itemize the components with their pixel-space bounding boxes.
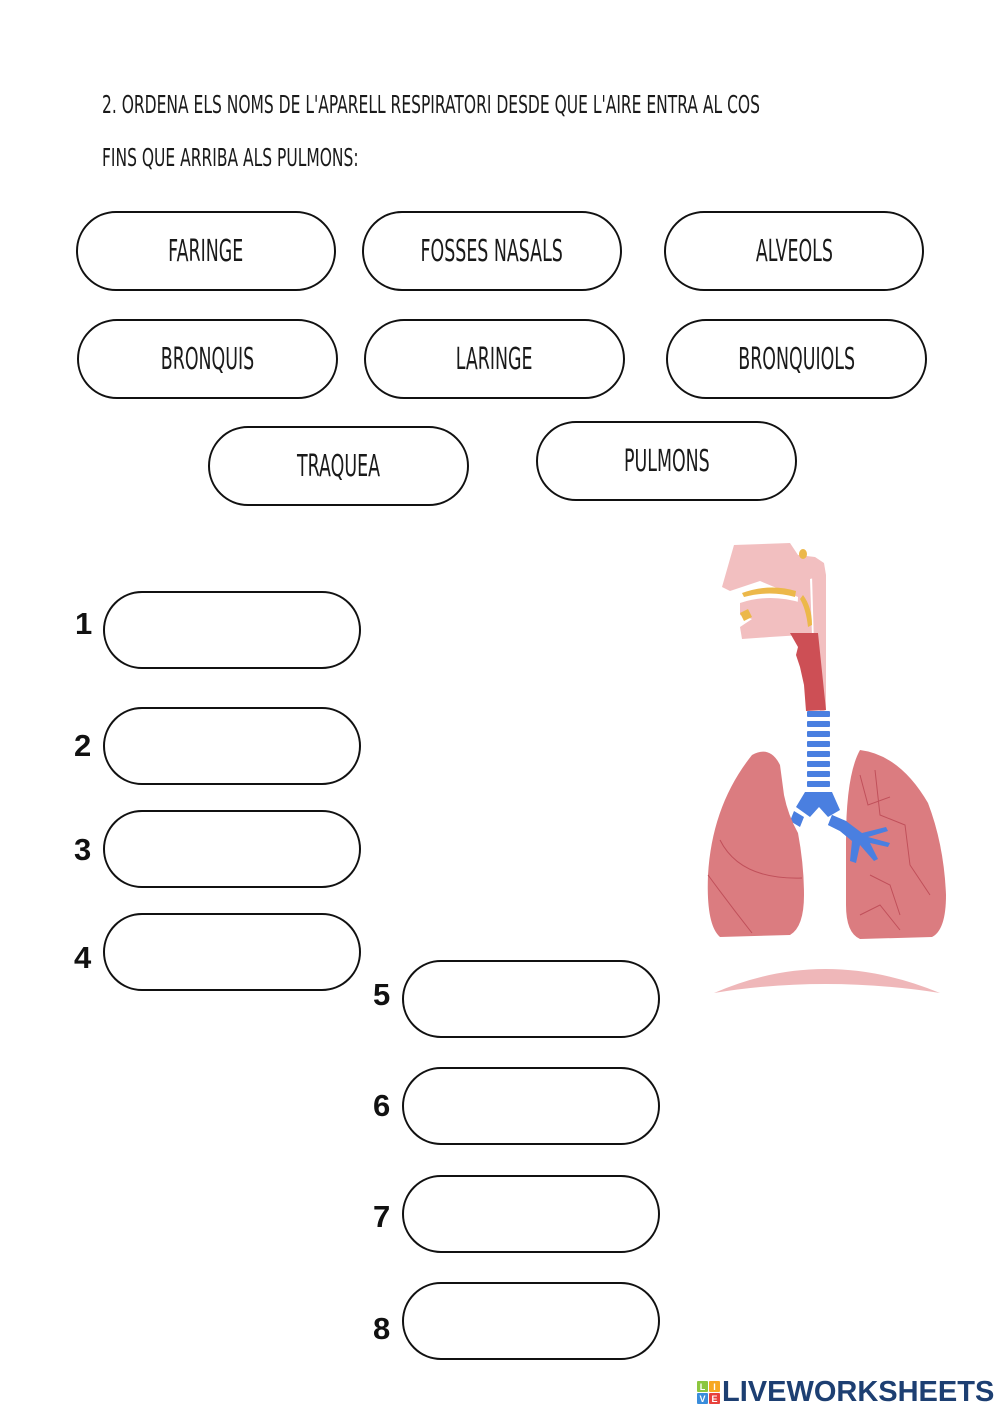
uvula-cartilage (799, 549, 807, 559)
answer-slot-3[interactable] (103, 810, 361, 888)
answer-slot-4[interactable] (103, 913, 361, 991)
answer-slot-2[interactable] (103, 707, 361, 785)
answer-slot-7[interactable] (402, 1175, 660, 1253)
word-chip-traquea[interactable]: TRAQUEA (208, 426, 469, 506)
badge-letter: L (697, 1381, 708, 1392)
word-chip-faringe[interactable]: FARINGE (76, 211, 336, 291)
instruction-line-2: fins que arriba als pulmons: (102, 143, 359, 172)
slot-number: 5 (373, 977, 391, 1012)
slot-number: 3 (74, 832, 92, 867)
word-chip-pulmons[interactable]: PULMONS (536, 421, 797, 501)
word-chip-fosses-nasals[interactable]: FOSSES NASALS (362, 211, 622, 291)
badge-letter: V (697, 1393, 708, 1404)
word-chip-label: TRAQUEA (297, 448, 380, 484)
word-chip-alveols[interactable]: ALVEOLS (664, 211, 924, 291)
diaphragm (714, 969, 940, 993)
answer-slot-5[interactable] (402, 960, 660, 1038)
palate-cartilage (742, 587, 796, 597)
word-chip-bronquiols[interactable]: BRONQUIOLS (666, 319, 927, 399)
larynx (790, 633, 826, 711)
word-chip-label: BRONQUIS (160, 341, 255, 377)
slot-number: 4 (74, 940, 92, 975)
slot-number: 8 (373, 1311, 391, 1346)
right-lung (846, 750, 946, 939)
badge-letter: E (709, 1393, 720, 1404)
word-chip-laringe[interactable]: LARINGE (364, 319, 625, 399)
slot-number: 1 (75, 606, 93, 641)
tooth-cartilage (740, 609, 752, 621)
answer-slot-6[interactable] (402, 1067, 660, 1145)
instruction-line-1: 2. Ordena els noms de l'aparell respirat… (102, 90, 760, 119)
word-chip-label: FOSSES NASALS (420, 233, 564, 269)
left-lung-fissure (707, 874, 753, 934)
liveworksheets-logo: L I V E LIVEWORKSHEETS (697, 1378, 994, 1407)
brand-name: LIVEWORKSHEETS (722, 1376, 995, 1408)
word-chip-label: BRONQUIOLS (738, 341, 855, 377)
word-chip-label: PULMONS (623, 443, 710, 479)
word-chip-bronquis[interactable]: BRONQUIS (77, 319, 338, 399)
badge-letter: I (709, 1381, 720, 1392)
slot-number: 7 (373, 1199, 391, 1234)
word-chip-label: FARINGE (168, 233, 244, 269)
live-badge-icon: L I V E (697, 1381, 720, 1404)
answer-slot-1[interactable] (103, 591, 361, 669)
slot-number: 2 (74, 728, 92, 763)
left-lung-fissure (719, 839, 803, 879)
word-chip-label: ALVEOLS (755, 233, 833, 269)
answer-slot-8[interactable] (402, 1282, 660, 1360)
mouth-shape (740, 598, 802, 639)
slot-number: 6 (373, 1088, 391, 1123)
right-lung-veins (859, 769, 931, 931)
respiratory-system-illustration (707, 543, 946, 993)
epiglottis-cartilage (800, 595, 812, 627)
left-lung (707, 751, 804, 937)
word-chip-label: LARINGE (456, 341, 533, 377)
